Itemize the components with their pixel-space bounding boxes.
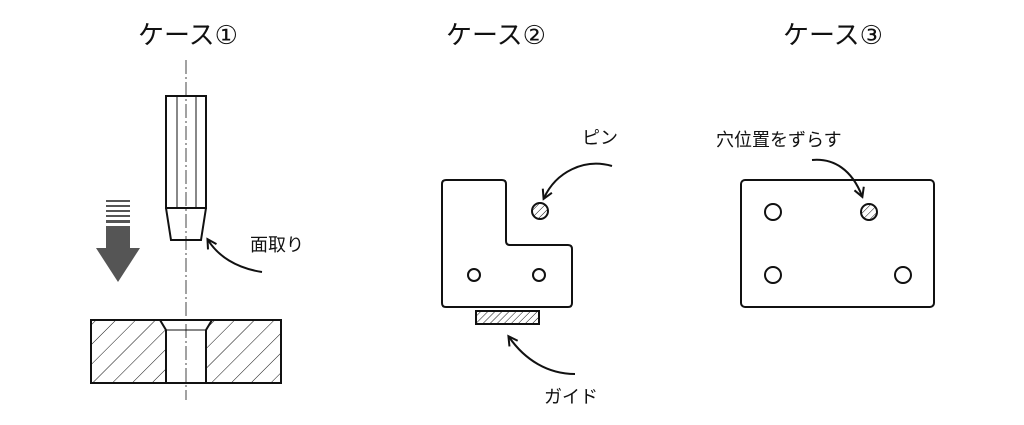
pin-label: ピン [582, 128, 618, 149]
case-2-guide [475, 310, 540, 325]
case-3-plate [740, 179, 935, 308]
offset-label: 穴位置をずらす [716, 130, 842, 151]
case-2-hole-left [467, 268, 481, 282]
case-2-pin [531, 202, 549, 220]
down-arrow-icon [96, 200, 140, 282]
case-2: ケース② ピン ガイド [441, 21, 618, 408]
case-3-hole-bottom-right [894, 266, 912, 284]
guide-arrow [509, 337, 576, 375]
case-3: ケース③ 穴位置をずらす [716, 21, 935, 308]
case-2-title: ケース② [446, 21, 546, 51]
case-3-hole-top-left [764, 203, 782, 221]
chamfer-label: 面取り [250, 235, 304, 256]
case-1-title: ケース① [138, 21, 238, 51]
case-3-hole-offset [860, 203, 878, 221]
offset-arrow [811, 158, 862, 196]
case-2-hole-right [532, 268, 546, 282]
case-2-plate [441, 179, 573, 308]
case-1: ケース① 面取り [90, 21, 304, 400]
pin-arrow [544, 162, 613, 198]
case-3-hole-bottom-left [764, 266, 782, 284]
chamfer-arrow [208, 240, 263, 273]
case-1-pin [165, 95, 207, 241]
guide-label: ガイド [544, 387, 598, 408]
case-1-hole-block [90, 319, 282, 384]
case-3-title: ケース③ [783, 21, 883, 51]
